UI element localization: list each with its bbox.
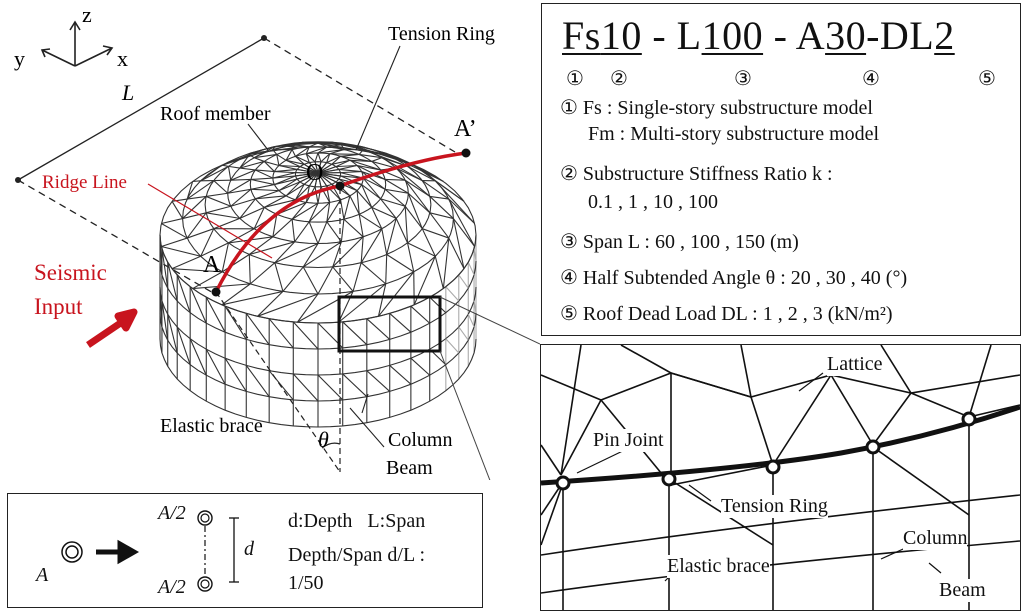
zoom-rectangle bbox=[337, 295, 442, 353]
code-sep-3: -DL bbox=[866, 13, 935, 58]
substructure-columns bbox=[159, 234, 477, 428]
chord-top-ring bbox=[197, 510, 213, 526]
axis-y-label: y bbox=[14, 46, 25, 71]
section-diagram bbox=[61, 510, 239, 592]
span-L-label: L bbox=[121, 80, 134, 105]
legend-item-2b: 0.1 , 1 , 10 , 100 bbox=[588, 191, 718, 213]
detail-zoom-panel: Lattice Pin Joint Tension Ring Column El… bbox=[540, 344, 1021, 611]
legend-item-4: ④ Half Subtended Angle θ : 20 , 30 , 40 … bbox=[560, 267, 908, 289]
point-A-dot bbox=[211, 287, 221, 297]
detail-pin-joints bbox=[555, 411, 977, 491]
theta-label: θ bbox=[318, 427, 329, 452]
code-part-span: 100 bbox=[701, 13, 764, 58]
seismic-label: Seismic bbox=[34, 260, 107, 285]
span-point-top bbox=[261, 35, 267, 41]
leader-lines bbox=[247, 45, 401, 448]
section-A-label: A bbox=[36, 564, 49, 586]
legend-item-3: ③ Span L : 60 , 100 , 150 (m) bbox=[560, 231, 799, 253]
legend-item-5: ⑤ Roof Dead Load DL : 1 , 2 , 3 (kN/m²) bbox=[560, 303, 893, 325]
point-A-prime-dot bbox=[461, 148, 471, 158]
depth-span-definition: d:Depth L:Span bbox=[288, 510, 426, 532]
section-inner-ring bbox=[65, 545, 79, 559]
coordinate-axes bbox=[40, 20, 114, 67]
code-sep-2: - A bbox=[763, 13, 826, 58]
chord-bottom-ring bbox=[197, 576, 213, 592]
legend-item-1: ① Fs : Single-story substructure model bbox=[560, 97, 873, 119]
elastic-brace-label: Elastic brace bbox=[160, 415, 263, 437]
code-part-k: 10 bbox=[600, 13, 642, 58]
detail-tension-ring bbox=[541, 404, 1020, 486]
axis-x-label: x bbox=[117, 46, 128, 71]
marker-4: ④ bbox=[862, 68, 880, 90]
detail-tension-ring-label: Tension Ring bbox=[721, 495, 828, 518]
marker-2: ② bbox=[610, 68, 628, 90]
span-point-left bbox=[15, 177, 21, 183]
point-O-label: O bbox=[306, 160, 323, 186]
detail-column-label: Column bbox=[903, 527, 968, 550]
point-A-prime-label: A’ bbox=[454, 116, 477, 142]
marker-3: ③ bbox=[734, 68, 752, 90]
code-sep-1: - L bbox=[641, 13, 702, 58]
code-part-fs: Fs bbox=[562, 13, 601, 58]
zoom-guides bbox=[439, 296, 540, 480]
legend-item-2: ② Substructure Stiffness Ratio k : bbox=[560, 163, 833, 185]
section-half-bottom-label: A/2 bbox=[158, 576, 186, 598]
beam-label: Beam bbox=[386, 457, 433, 479]
seismic-arrow bbox=[86, 308, 138, 348]
marker-1: ① bbox=[566, 68, 584, 90]
column-label: Column bbox=[388, 429, 452, 451]
model-code: Fs10 - L100 - A30-DL2 bbox=[562, 12, 955, 59]
section-half-top-label: A/2 bbox=[158, 502, 186, 524]
detail-beam-label: Beam bbox=[939, 579, 986, 602]
legend-item-1b: Fm : Multi-story substructure model bbox=[588, 123, 880, 145]
marker-5: ⑤ bbox=[978, 68, 996, 90]
ridge-line-label: Ridge Line bbox=[42, 172, 127, 193]
detail-elastic-brace-label: Elastic brace bbox=[667, 555, 770, 578]
depth-span-ratio-label: Depth/Span d/L : bbox=[288, 544, 426, 566]
section-arrow bbox=[96, 539, 140, 565]
dome-roof-lattice bbox=[159, 141, 477, 324]
parameter-legend-box: Fs10 - L100 - A30-DL2 ① ② ③ ④ ⑤ ① Fs : S… bbox=[541, 3, 1021, 336]
tension-ring-label: Tension Ring bbox=[388, 23, 495, 45]
dome-diagram: z y x L θ A O A’ Tension Ring Roof membe… bbox=[14, 2, 540, 480]
code-part-dl: 2 bbox=[934, 13, 955, 58]
section-d-label: d bbox=[244, 538, 254, 560]
point-A-label: A bbox=[203, 252, 221, 278]
depth-span-ratio-value: 1/50 bbox=[288, 572, 324, 594]
point-O-dot bbox=[335, 181, 345, 191]
roof-member-label: Roof member bbox=[160, 103, 271, 125]
section-depth-box: A A/2 A/2 d d:Depth L:Span Depth/Span d/… bbox=[7, 493, 483, 608]
span-lines bbox=[17, 37, 456, 295]
detail-lattice-label: Lattice bbox=[827, 353, 883, 376]
detail-lattice bbox=[541, 345, 1020, 610]
axis-z-label: z bbox=[82, 2, 92, 27]
detail-pin-joint-label: Pin Joint bbox=[593, 429, 664, 452]
input-label: Input bbox=[34, 294, 83, 319]
code-part-angle: 30 bbox=[825, 13, 867, 58]
section-outer-ring bbox=[61, 541, 83, 563]
ridge-leader bbox=[147, 183, 273, 259]
